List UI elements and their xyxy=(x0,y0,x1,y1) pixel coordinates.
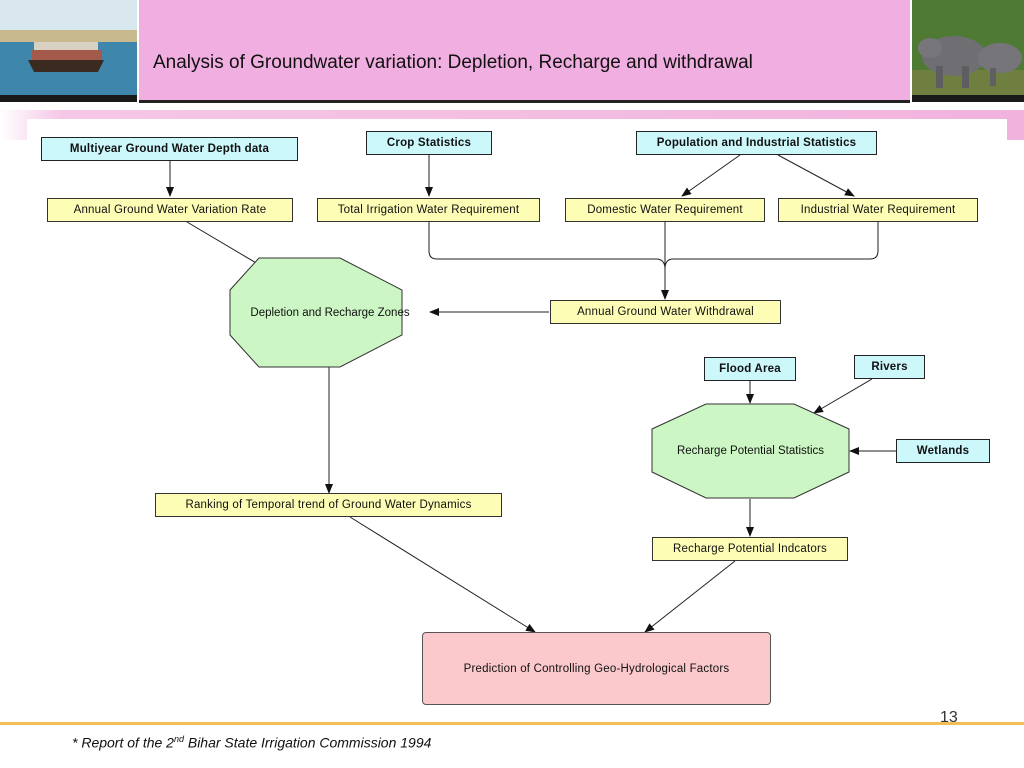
gw-withdrawal-box: Annual Ground Water Withdrawal xyxy=(550,300,781,324)
footnote: * Report of the 2nd Bihar State Irrigati… xyxy=(72,734,431,751)
gw-variation-rate-box: Annual Ground Water Variation Rate xyxy=(47,198,293,222)
depletion-zones-octagon xyxy=(229,257,403,368)
rhino-photo xyxy=(912,0,1024,102)
crop-statistics-box: Crop Statistics xyxy=(366,131,492,155)
rivers-box: Rivers xyxy=(854,355,925,379)
domestic-requirement-box: Domestic Water Requirement xyxy=(565,198,765,222)
wetlands-box: Wetlands xyxy=(896,439,990,463)
footnote-suffix: Bihar State Irrigation Commission 1994 xyxy=(183,734,432,751)
slide-title: Analysis of Groundwater variation: Deple… xyxy=(153,52,753,73)
connector-arrows xyxy=(166,154,896,633)
irrigation-requirement-box: Total Irrigation Water Requirement xyxy=(317,198,540,222)
flood-area-box: Flood Area xyxy=(704,357,796,381)
ranking-box: Ranking of Temporal trend of Ground Wate… xyxy=(155,493,502,517)
recharge-stats-label: Recharge Potential Statistics xyxy=(676,445,825,457)
footnote-prefix: * Report of the 2 xyxy=(72,734,174,751)
industrial-requirement-box: Industrial Water Requirement xyxy=(778,198,978,222)
prediction-box: Prediction of Controlling Geo-Hydrologic… xyxy=(422,632,771,705)
recharge-indicators-box: Recharge Potential Indcators xyxy=(652,537,848,561)
title-band: Analysis of Groundwater variation: Deple… xyxy=(139,0,910,103)
boat-photo xyxy=(0,0,137,102)
page-number: 13 xyxy=(940,709,958,726)
population-industrial-stats-box: Population and Industrial Statistics xyxy=(636,131,877,155)
flowchart: Multiyear Ground Water Depth data Crop S… xyxy=(27,119,1007,722)
depletion-zones-label: Depletion and Recharge Zones xyxy=(250,306,410,319)
gw-depth-data-box: Multiyear Ground Water Depth data xyxy=(41,137,298,161)
footnote-ordinal: nd xyxy=(173,734,184,744)
recharge-stats-octagon xyxy=(651,403,850,499)
footer-divider xyxy=(0,722,1024,725)
